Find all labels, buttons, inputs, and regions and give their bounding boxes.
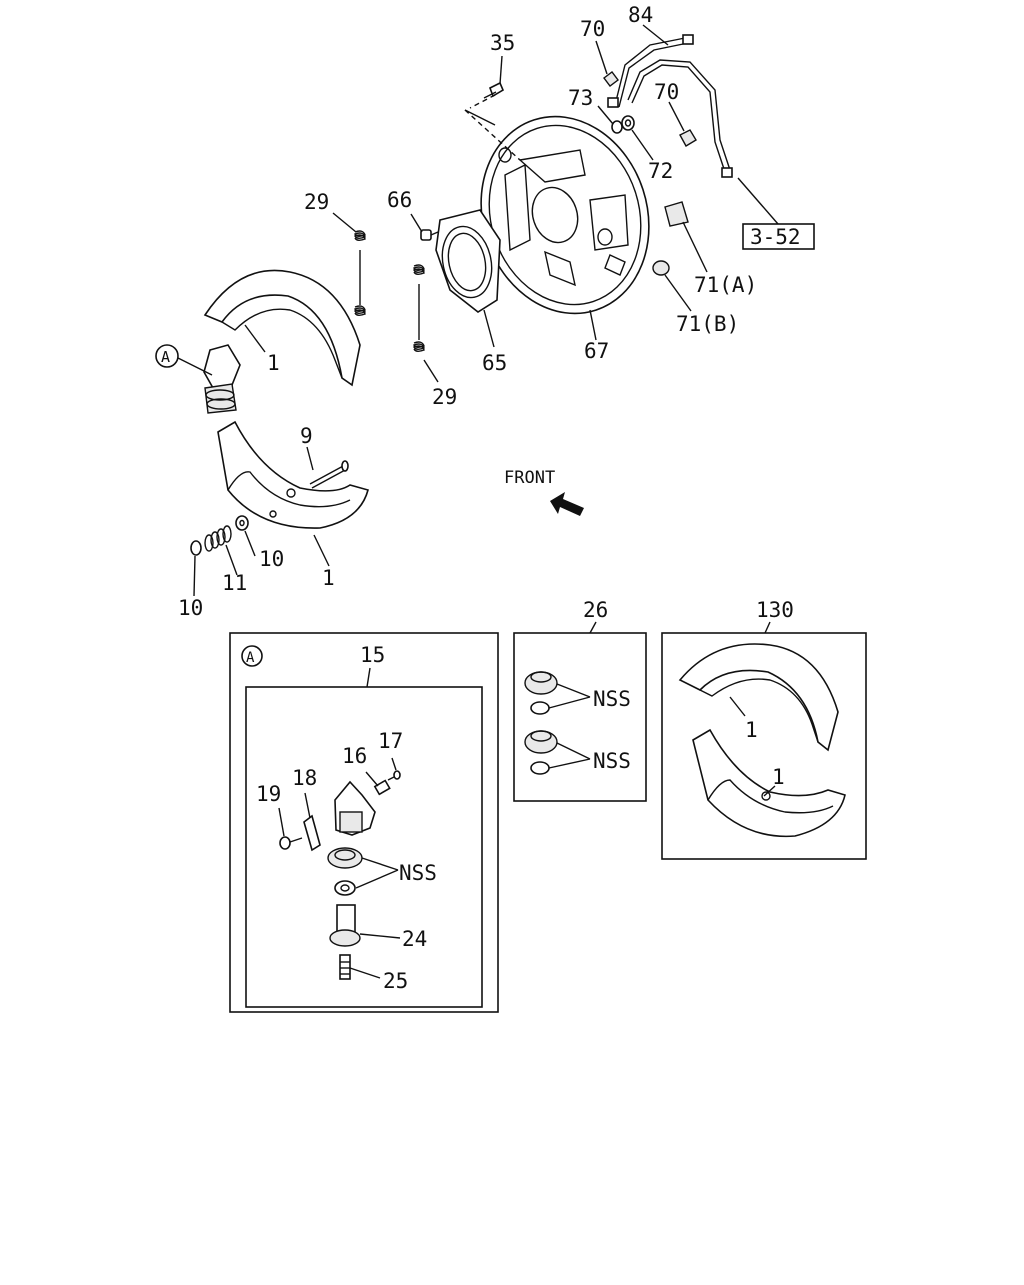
label-25: 25 (383, 969, 408, 993)
label-72: 72 (648, 159, 673, 183)
return-spring-upper (354, 230, 366, 316)
label-nss-kit-2: NSS (593, 749, 631, 773)
label-16: 16 (342, 744, 367, 768)
label-10-right: 10 (259, 547, 284, 571)
label-29-lower: 29 (432, 385, 457, 409)
kit-130-leaders (729, 696, 776, 797)
label-130: 130 (756, 598, 794, 622)
label-71b: 71(B) (676, 312, 739, 336)
clip-70-b (679, 129, 697, 147)
nut-72 (621, 115, 635, 131)
label-65: 65 (482, 351, 507, 375)
label-26: 26 (583, 598, 608, 622)
label-35: 35 (490, 31, 515, 55)
label-ref-3-52: 3-52 (750, 225, 801, 249)
spring-11 (204, 525, 232, 552)
kit-26-frame (513, 632, 647, 802)
cap-17 (393, 770, 401, 780)
label-1-upper: 1 (267, 351, 280, 375)
label-66: 66 (387, 188, 412, 212)
callout-a-marker: A (155, 344, 179, 368)
adjuster-24 (329, 904, 361, 947)
label-84: 84 (628, 3, 653, 27)
label-1-kit-upper: 1 (745, 718, 758, 742)
label-15: 15 (360, 643, 385, 667)
label-29-upper: 29 (304, 190, 329, 214)
label-1-kit-lower: 1 (772, 765, 785, 789)
wheel-cylinder (203, 344, 241, 414)
label-10-left: 10 (178, 596, 203, 620)
label-67: 67 (584, 339, 609, 363)
kit-26-boot-2 (524, 730, 558, 754)
cylinder-body (334, 780, 376, 836)
label-19: 19 (256, 782, 281, 806)
detail-a-frame (229, 632, 499, 1013)
kit-130-shoe-upper (678, 643, 839, 752)
brake-shoe-lower (217, 420, 369, 529)
label-73: 73 (568, 86, 593, 110)
label-70-right: 70 (654, 80, 679, 104)
detail-a-marker: A (241, 645, 263, 667)
brake-shoe-upper (203, 269, 361, 387)
hold-down-pin (309, 460, 349, 489)
detail-a-inner-frame (245, 686, 483, 1008)
washer-10-a (235, 515, 249, 531)
bolt-35 (483, 81, 505, 99)
leader-lines (177, 24, 779, 597)
dust-cover (435, 209, 501, 313)
label-17: 17 (378, 729, 403, 753)
front-label: FRONT (504, 468, 555, 488)
screw-25 (339, 954, 351, 980)
detail-a-leaders (278, 757, 401, 979)
callout-a-letter: A (161, 348, 170, 366)
washer-10-b (190, 540, 202, 556)
kit-26-cup-1 (530, 701, 550, 715)
label-9: 9 (300, 424, 313, 448)
leader-15 (366, 667, 371, 688)
label-1-lower: 1 (322, 566, 335, 590)
label-71a: 71(A) (694, 273, 757, 297)
label-18: 18 (292, 766, 317, 790)
brake-pipe (607, 34, 733, 178)
kit-130-shoe-lower (692, 728, 846, 838)
leader-130 (764, 621, 771, 634)
leader-26 (589, 621, 597, 634)
grommet-71b (652, 260, 670, 276)
return-spring-lower (413, 264, 425, 352)
grommet-71a (664, 201, 689, 227)
backing-plate (464, 94, 650, 315)
kit-130-frame (661, 632, 867, 860)
label-70-top: 70 (580, 17, 605, 41)
bolt-66 (420, 229, 439, 241)
reference-box (742, 223, 815, 250)
kit-26-boot-1 (524, 671, 558, 695)
label-nss-detail-a: NSS (399, 861, 437, 885)
kit-26-leaders (548, 683, 591, 769)
label-24: 24 (402, 927, 427, 951)
plate-18 (303, 814, 321, 852)
label-nss-kit-1: NSS (593, 687, 631, 711)
boot-nss (327, 847, 363, 869)
front-arrow-icon (550, 492, 584, 516)
bolt-19 (279, 836, 303, 850)
detail-a-letter: A (246, 650, 255, 666)
cup-nss (334, 880, 356, 896)
label-11: 11 (222, 571, 247, 595)
nut-73 (611, 120, 623, 134)
clip-70-a (603, 71, 619, 87)
kit-26-cup-2 (530, 761, 550, 775)
